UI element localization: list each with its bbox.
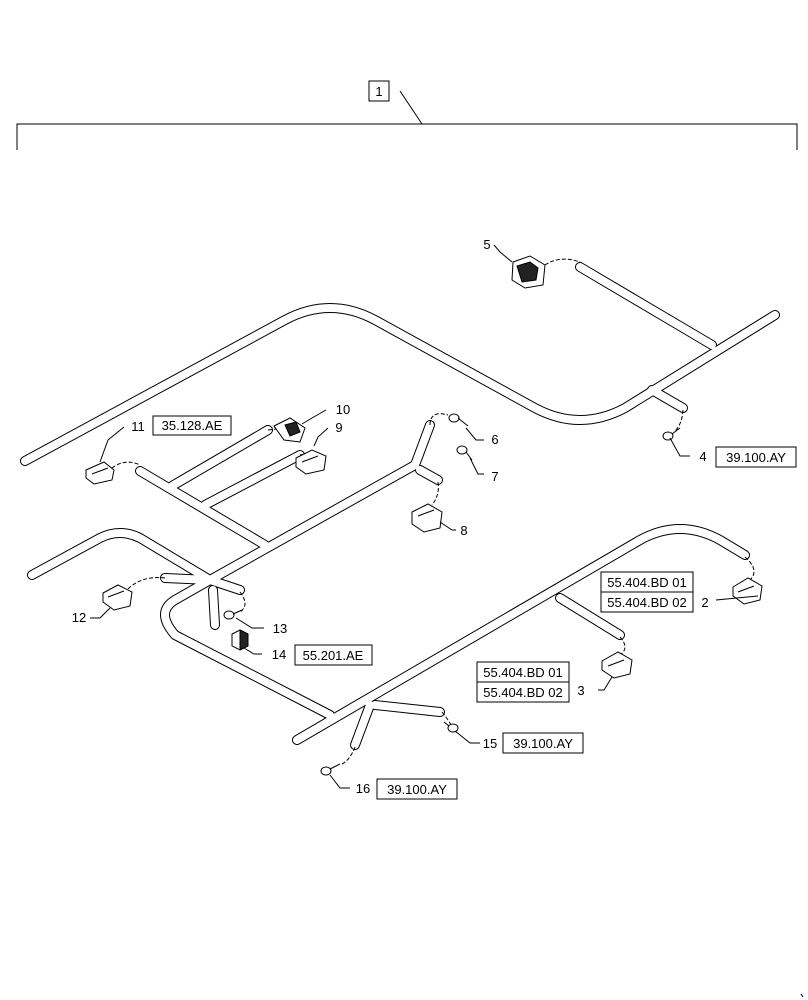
callout-2-number: 2	[701, 595, 708, 610]
callout-3-ref-1: 55.404.BD 01	[483, 665, 563, 680]
connector-10[interactable]	[273, 417, 306, 443]
callout-12-number: 12	[72, 610, 86, 625]
callout-1[interactable]: 1	[368, 80, 390, 102]
callout-2-ref-2: 55.404.BD 02	[607, 595, 687, 610]
callout-3-ref-box-2	[476, 681, 570, 703]
callout-14-ref-box	[294, 644, 373, 666]
callout-4[interactable]: 4 39.100.AY	[699, 446, 797, 468]
ring-terminal-16[interactable]	[320, 763, 341, 776]
connector-11[interactable]	[85, 461, 115, 485]
connector-9[interactable]	[295, 449, 327, 475]
callout-16-ref-box	[376, 778, 458, 800]
callout-4-ref-box	[715, 446, 797, 468]
callout-3-ref-2: 55.404.BD 02	[483, 685, 563, 700]
callout-14-ref: 55.201.AE	[303, 648, 364, 663]
callout-5-number: 5	[483, 237, 490, 252]
callout-15-ref-box	[502, 732, 584, 754]
callout-1-number: 1	[375, 84, 382, 99]
callout-6-number: 6	[491, 432, 498, 447]
callout-13[interactable]: 13	[273, 621, 287, 636]
assembly-bracket	[16, 90, 798, 150]
callout-16[interactable]: 16 39.100.AY	[356, 778, 458, 800]
ring-terminal-15[interactable]	[443, 721, 459, 733]
ring-terminal-6[interactable]	[448, 413, 469, 427]
callout-7[interactable]: 7	[491, 469, 498, 484]
callout-11-ref-box	[152, 415, 232, 436]
harness-wires	[20, 262, 780, 750]
callout-7-number: 7	[491, 469, 498, 484]
connector-3[interactable]	[601, 651, 633, 679]
callout-4-number: 4	[699, 449, 706, 464]
callout-9[interactable]: 9	[335, 420, 342, 435]
callout-11-ref: 35.128.AE	[162, 418, 223, 433]
callout-9-number: 9	[335, 420, 342, 435]
callout-15[interactable]: 15 39.100.AY	[483, 732, 584, 754]
callout-14-number: 14	[272, 647, 286, 662]
connector-5[interactable]	[511, 255, 546, 289]
connector-8[interactable]	[411, 503, 443, 533]
callout-15-number: 15	[483, 736, 497, 751]
callout-15-ref: 39.100.AY	[513, 736, 573, 751]
callout-6[interactable]: 6	[491, 432, 498, 447]
callout-8[interactable]: 8	[460, 523, 467, 538]
callout-16-number: 16	[356, 781, 370, 796]
callout-16-ref: 39.100.AY	[387, 782, 447, 797]
callout-5[interactable]: 5	[483, 237, 490, 252]
callout-11[interactable]: 11 35.128.AE	[131, 415, 232, 436]
callout-3-number: 3	[577, 683, 584, 698]
ring-terminal-4[interactable]	[662, 427, 681, 441]
callout-8-number: 8	[460, 523, 467, 538]
callout-11-number: 11	[131, 419, 145, 434]
callout-2-ref-1: 55.404.BD 01	[607, 575, 687, 590]
callout-2[interactable]: 55.404.BD 01 55.404.BD 02 2	[600, 571, 709, 613]
callout-2-ref-box-2	[600, 591, 694, 613]
callout-10-number: 10	[336, 402, 350, 417]
callout-12[interactable]: 12	[72, 610, 86, 625]
connector-2[interactable]	[732, 577, 763, 605]
callout-3[interactable]: 55.404.BD 01 55.404.BD 02 3	[476, 661, 585, 703]
terminal-7[interactable]	[456, 445, 473, 461]
corner-mark	[800, 993, 804, 998]
connector-12[interactable]	[102, 584, 133, 611]
leader-lines	[90, 244, 759, 789]
callout-4-ref: 39.100.AY	[726, 450, 786, 465]
callout-14[interactable]: 14 55.201.AE	[272, 644, 373, 666]
callout-13-number: 13	[273, 621, 287, 636]
callout-10[interactable]: 10	[336, 402, 350, 417]
ring-terminal-13[interactable]	[223, 609, 243, 620]
block-14[interactable]	[231, 629, 249, 651]
